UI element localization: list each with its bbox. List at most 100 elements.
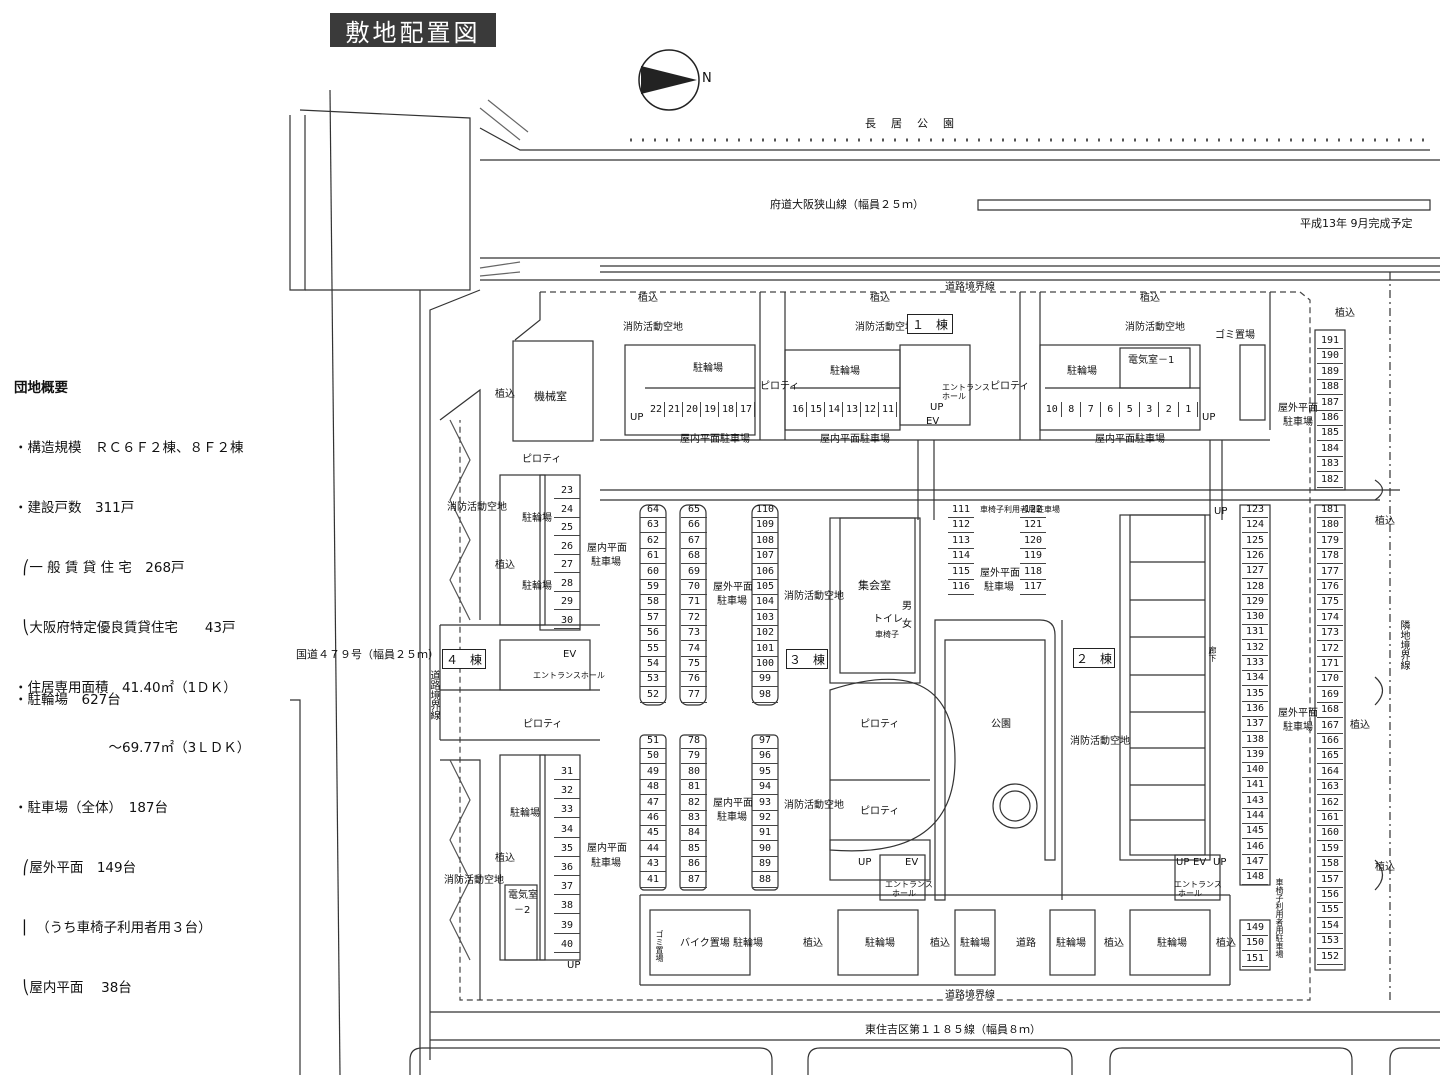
parking-space-number: 104 [752,594,778,611]
parking-space-number: 152 [1317,949,1343,965]
parking-space-number: 185 [1317,425,1343,442]
parking-space-number: 59 [640,579,666,595]
indoor-parking-label: 屋内平面駐車場 [1095,434,1165,445]
parking-space-number: 124 [1242,517,1268,534]
entrance-hall-label: エントランスホール [533,671,605,680]
parking-space-number: 169 [1317,687,1343,703]
indoor-parking-label: 駐車場 [591,557,621,568]
parking-space-number: 68 [681,548,707,565]
parking-space-number: 156 [1317,887,1343,903]
garbage-label: ゴミ置場 [655,930,664,962]
outdoor-parking-label: 屋外平面 [980,568,1020,579]
parking-space-number: 27 [554,557,580,573]
stairs-up-label: UP [858,857,872,868]
fire-space-label: 消防活動空地 [623,322,683,333]
parking-space-number: 96 [752,748,778,765]
outdoor-parking-label: 駐車場 [1283,417,1313,428]
parking-space-number: 21 [666,402,683,417]
compass-north-label: N [702,71,712,86]
parking-space-number: 24 [554,502,580,518]
parking-space-number: 138 [1242,732,1268,748]
parking-space-number: 63 [640,517,666,534]
parking-space-number: 106 [752,564,778,580]
parking-space-number: 50 [640,748,666,765]
parking-space-number: 183 [1317,456,1343,473]
parking-space-number: 66 [681,517,707,534]
parking-space-number: 13 [844,402,861,417]
wheelchair-parking-label: 車椅子利用者用駐車場 [1275,878,1284,958]
parking-space-number: 53 [640,671,666,688]
parking-space-number: 87 [681,872,707,888]
fire-space-label: 消防活動空地 [784,800,844,811]
parking-space-number: 144 [1242,808,1268,824]
fire-space-label: 消防活動空地 [1070,736,1130,747]
bike-parking-label: 駐輪場 [1157,938,1187,949]
overview-heading: 団地概要 [14,380,68,396]
parking-space-number: 126 [1242,548,1268,564]
fire-space-label: 消防活動空地 [1125,322,1185,333]
parking-space-number: 58 [640,594,666,611]
parking-space-number: 130 [1242,609,1268,626]
parking-space-number: 88 [752,872,778,888]
parking-space-number: 191 [1317,333,1343,349]
parking-space-number: 148 [1242,869,1268,886]
parking-space-number: 168 [1317,702,1343,719]
parking-space-number: 10 [1043,402,1062,417]
parking-space-number: 101 [752,641,778,657]
parking-space-number: 28 [554,576,580,592]
parking-space-number: 72 [681,610,707,626]
parking-space-number: 151 [1242,951,1268,967]
parking-space-number: 32 [554,783,580,800]
bike-parking-label: 駐輪場 [1056,938,1086,949]
parking-space-number: 40 [554,937,580,953]
completion-label: 平成13年 9月完成予定 [1300,217,1413,230]
boundary-bottom-label: 道路境界線 [945,990,995,1001]
building-3-label: ３ 棟 [786,649,828,669]
planting-label: 植込 [495,389,515,400]
parking-space-number: 20 [684,402,701,417]
parking-space-number: 127 [1242,563,1268,580]
parking-space-number: 128 [1242,579,1268,595]
machine-room-label: 機械室 [534,390,567,403]
parking-space-number: 37 [554,879,580,896]
parking-space-number: 176 [1317,579,1343,595]
parking-space-number: 70 [681,579,707,595]
planting-label: 植込 [870,293,890,304]
parking-space-number: 139 [1242,747,1268,763]
parking-space-number: 133 [1242,655,1268,671]
parking-space-number: 108 [752,533,778,549]
stairs-up-label: UP [930,402,944,413]
parking-space-number: 155 [1317,902,1343,919]
bike-parking-total: ・駐輪場 627台 [14,692,121,708]
parking-space-number: 100 [752,656,778,672]
parking-space-number: 52 [640,687,666,703]
parking-space-number: 25 [554,520,580,536]
parking-space-number: 112 [948,517,974,534]
parking-space-number: 83 [681,810,707,826]
electric-room-2-label: －2 [514,905,531,916]
planting-label: 植込 [1104,938,1124,949]
parking-space-number: 33 [554,802,580,819]
bike-parking-label: 駐輪場 [1067,366,1097,377]
outdoor-parking-label: 屋外平面 [713,582,753,593]
fire-space-label: 消防活動空地 [447,502,507,513]
entrance-hall-label: ホール [892,889,916,898]
bike-parking-label: 駐輪場 [733,938,763,949]
parking-space-number: 14 [826,402,843,417]
parking-space-number: 107 [752,548,778,565]
corridor-label: 廊下 [1208,646,1217,662]
stairs-up-label: UP [1202,412,1216,423]
parking-space-number: 149 [1242,920,1268,936]
parking-space-number: 172 [1317,641,1343,657]
road-left-label: 国道４７９号（幅員２５ｍ） [296,648,439,661]
parking-space-number: 47 [640,795,666,811]
pilotis-label: ピロティ [760,381,800,392]
outdoor-parking-label: 駐車場 [984,582,1014,593]
parking-space-number: 105 [752,579,778,595]
parking-space-number: 5 [1121,402,1140,417]
overview-line: ⎛屋外平面 149台 [14,860,137,876]
parking-space-number: 12 [862,402,879,417]
bike-parking-label: 駐輪場 [522,581,552,592]
parking-space-number: 49 [640,764,666,780]
entrance-hall-label: ホール [942,392,966,401]
